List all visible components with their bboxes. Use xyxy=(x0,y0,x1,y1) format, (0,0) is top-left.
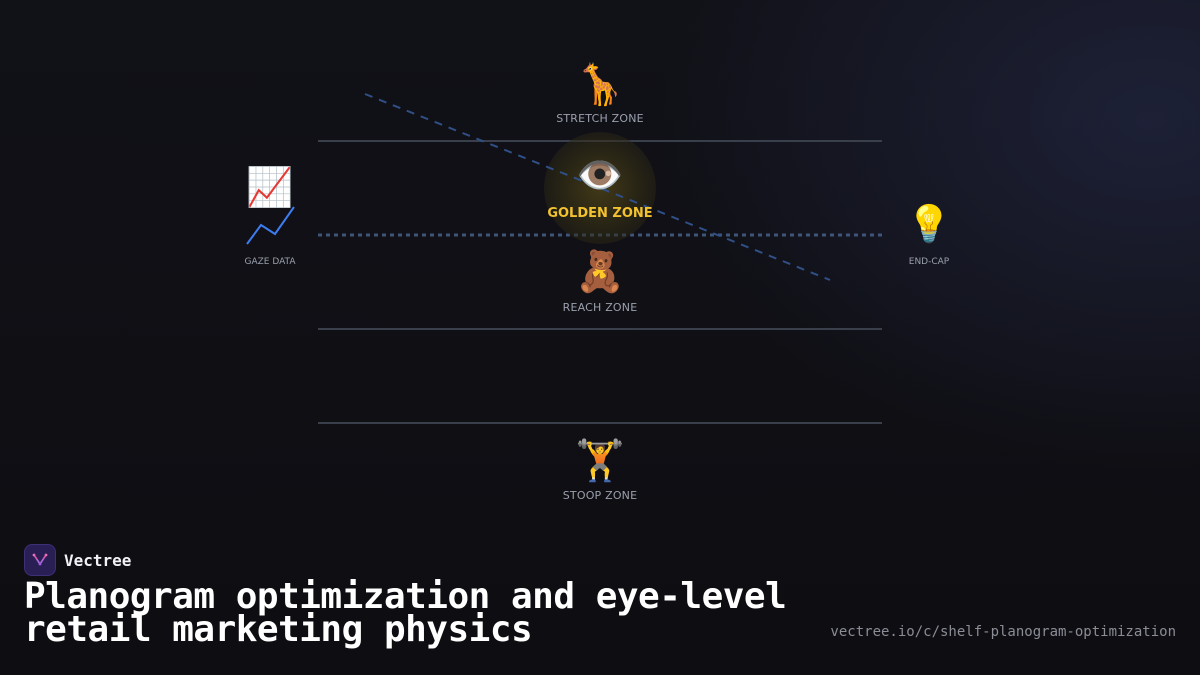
chart-increasing-icon: 📈 xyxy=(246,165,293,209)
stoop-zone-label: STOOP ZONE xyxy=(563,489,638,502)
gaze-data-label: GAZE DATA xyxy=(244,257,296,267)
stretch-zone-label: STRETCH ZONE xyxy=(556,112,644,125)
page-title: Planogram optimization and eye-level ret… xyxy=(24,576,787,650)
eye-icon: 👁️ xyxy=(576,153,623,197)
vectree-logo-icon xyxy=(24,544,56,576)
teddy-bear-icon: 🧸 xyxy=(575,248,625,295)
brand-name: Vectree xyxy=(64,550,132,570)
light-bulb-icon: 💡 xyxy=(907,203,952,245)
gaze-trend-line xyxy=(246,206,295,245)
weightlifter-icon: 🏋️ xyxy=(575,437,625,484)
golden-zone-label: GOLDEN ZONE xyxy=(547,206,652,221)
brand: Vectree xyxy=(24,544,131,576)
source-url: vectree.io/c/shelf-planogram-optimizatio… xyxy=(830,624,1176,640)
giraffe-icon: 🦒 xyxy=(575,61,625,108)
reach-zone-label: REACH ZONE xyxy=(563,301,638,314)
golden-zone-glow xyxy=(544,132,656,244)
end-cap-label: END-CAP xyxy=(909,257,950,267)
